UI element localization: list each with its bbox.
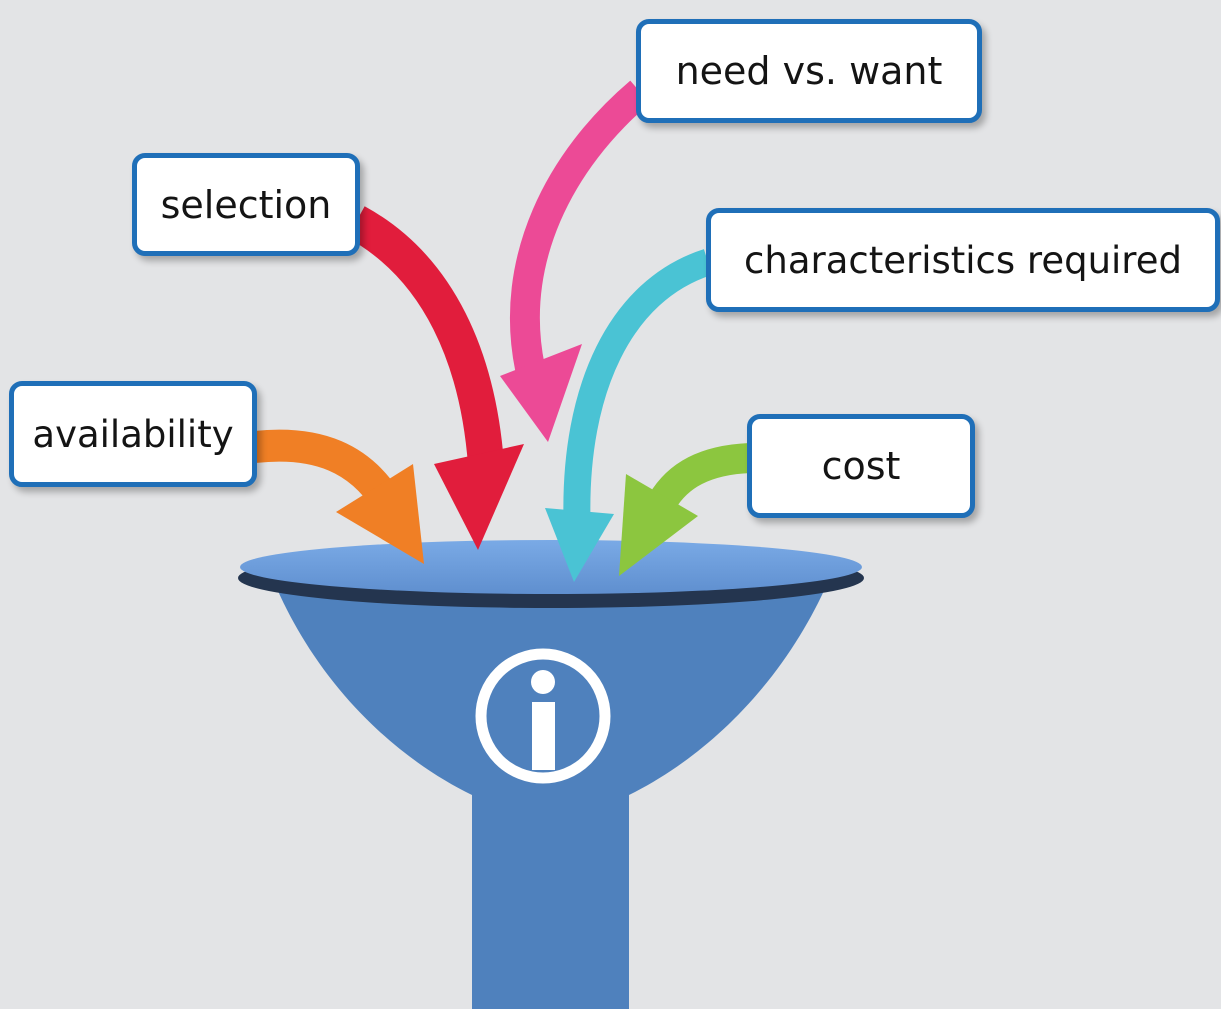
cost-label: cost	[821, 444, 901, 488]
arrow-characteristics-required	[545, 249, 713, 582]
arrow-need-vs-want	[500, 80, 650, 442]
arrow-cost	[619, 443, 751, 576]
arrow-availability	[253, 429, 424, 564]
characteristics-required-label-box: characteristics required	[706, 208, 1220, 312]
funnel-stem	[472, 770, 629, 1009]
selection-label: selection	[160, 182, 332, 227]
arrow-selection	[347, 206, 524, 550]
need-vs-want-label-box: need vs. want	[636, 19, 982, 123]
info-icon	[475, 648, 611, 784]
availability-label: availability	[32, 412, 234, 456]
selection-label-box: selection	[132, 153, 360, 256]
funnel-rim	[240, 540, 862, 594]
cost-label-box: cost	[747, 414, 975, 518]
characteristics-required-label: characteristics required	[744, 238, 1182, 282]
need-vs-want-label: need vs. want	[675, 49, 943, 93]
availability-label-box: availability	[9, 381, 257, 487]
